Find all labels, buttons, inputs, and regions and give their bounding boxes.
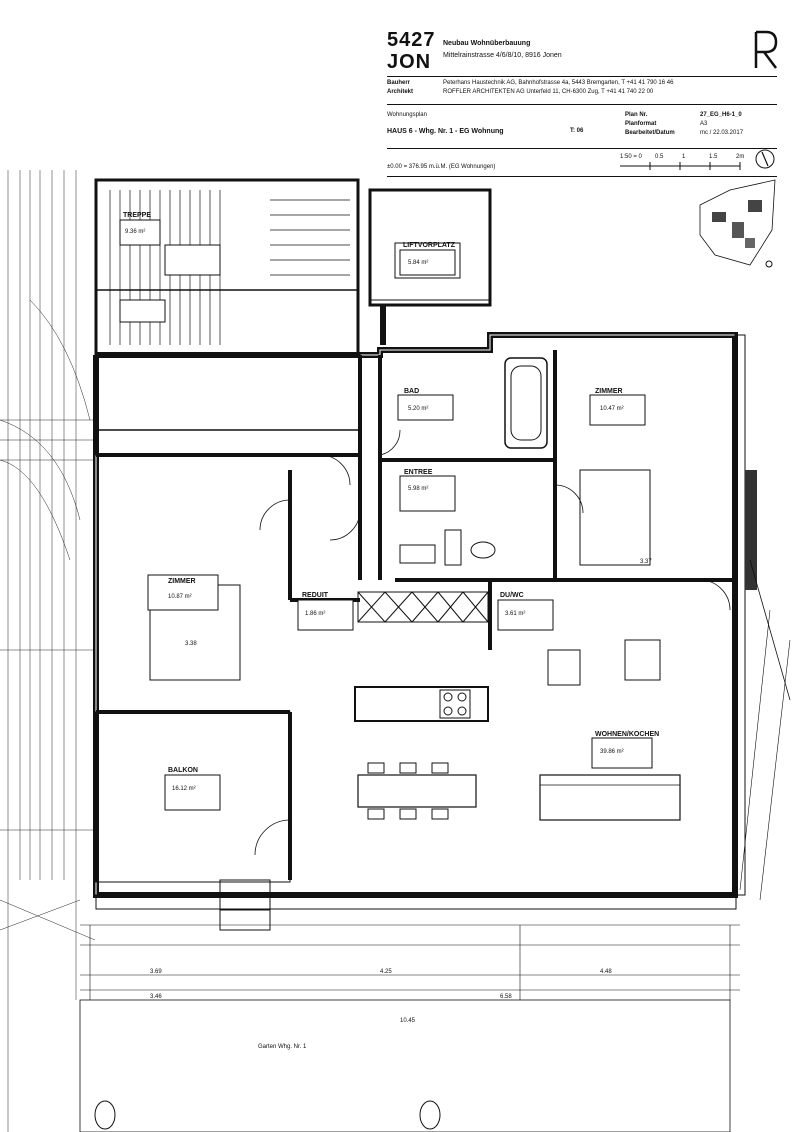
room-name-reduit: REDUIT [302, 592, 329, 599]
scale-bar [620, 162, 741, 170]
room-name-zimmer-left: ZIMMER [168, 578, 196, 585]
project-address: Mittelrainstrasse 4/6/8/10, 8916 Jonen [443, 52, 562, 59]
project-number: 5427 [387, 29, 436, 51]
architect-logo-icon [754, 30, 778, 69]
room-name-zimmer-right: ZIMMER [595, 388, 623, 395]
room-area-liftvorplatz: 5.84 m² [408, 260, 428, 266]
dim-total-width: 10.45 [400, 1018, 416, 1024]
elevation-note: ±0.00 = 376.95 m.ü.M. (EG Wohnungen) [387, 164, 496, 170]
scale-tick-2: 1 [682, 154, 686, 160]
armchairs [547, 639, 661, 686]
title-block-bottom-rule [387, 176, 777, 177]
terrace-slabs [95, 879, 737, 931]
dim-room-left-width: 3.38 [185, 641, 197, 647]
kitchen-island [354, 686, 489, 722]
room-name-wohnen: WOHNEN/KOCHEN [595, 731, 659, 738]
architect-label: Architekt [387, 89, 414, 95]
room-area-zimmer-left: 10.87 m² [168, 594, 192, 600]
room-area-treppe: 9.36 m² [125, 229, 145, 235]
dim-living-width: 6.58 [500, 994, 512, 1000]
dim-left-sub: 3.69 [150, 969, 162, 975]
right-facade [734, 334, 791, 901]
project-title: Neubau Wohnüberbauung [443, 40, 531, 47]
bathtub [504, 357, 548, 449]
balcony-area [95, 711, 291, 883]
owner-value: Peterhans Haustechnik AG, Bahnhofstrasse… [443, 80, 674, 86]
room-area-zimmer-right: 10.47 m² [600, 406, 624, 412]
room-area-bad: 5.20 m² [408, 406, 428, 412]
owner-label: Bauherr [387, 80, 411, 86]
architect-value: ROFFLER ARCHITEKTEN AG Unterfeld 11, CH-… [443, 89, 654, 95]
north-arrow-icon [755, 149, 775, 169]
title-block-top-rule [387, 76, 777, 77]
dim-mid-sub: 4.25 [380, 969, 392, 975]
scale-tick-4: 2m [736, 154, 745, 160]
toilet-icon [470, 541, 496, 559]
scale-label: 1:50 = 0 [620, 154, 642, 160]
project-code: JON [387, 51, 432, 73]
sink-icon [399, 529, 462, 566]
room-name-entree: ENTREE [404, 469, 433, 476]
date-label: Bearbeitet/Datum [625, 130, 675, 136]
date-value: mc / 22.03.2017 [700, 130, 744, 136]
dim-balcony-width: 3.46 [150, 994, 162, 1000]
wardrobe [357, 591, 489, 623]
scale-tick-1: 0.5 [655, 154, 664, 160]
room-area-dusche-wc: 3.61 m² [505, 611, 525, 617]
format-label: Planformat [625, 121, 657, 127]
room-area-reduit: 1.86 m² [305, 611, 325, 617]
room-area-entree: 5.98 m² [408, 486, 428, 492]
doc-type: Wohnungsplan [387, 112, 427, 118]
room-name-liftvorplatz: LIFTVORPLATZ [403, 242, 456, 249]
type-code: T: 06 [570, 128, 584, 134]
title-block-rule-2 [387, 148, 777, 149]
title-block-mid-rule [387, 104, 777, 105]
scale-tick-3: 1.5 [709, 154, 718, 160]
plan-no-label: Plan Nr. [625, 112, 648, 118]
room-area-balkon: 16.12 m² [172, 786, 196, 792]
room-name-balkon: BALKON [168, 767, 198, 774]
plan-no-value: 27_EG_H6-1_0 [700, 112, 742, 118]
room-stamps [147, 249, 653, 811]
garden-outline [79, 924, 740, 1132]
door-swings [254, 429, 731, 856]
plan-title: HAUS 6 - Whg. Nr. 1 - EG Wohnung [387, 128, 504, 135]
dining-table [357, 762, 477, 820]
site-key-plan [699, 179, 776, 268]
format-value: A3 [700, 121, 708, 127]
left-construction-lines [0, 170, 96, 1132]
bed-right [579, 469, 651, 566]
corridor [95, 354, 361, 456]
dim-room-right-width: 3.37 [640, 559, 652, 565]
room-name-treppe: TREPPE [123, 212, 151, 219]
room-area-wohnen: 39.86 m² [600, 749, 624, 755]
dim-right-sub: 4.48 [600, 969, 612, 975]
garden-label: Garten Whg. Nr. 1 [258, 1044, 307, 1050]
room-name-dusche-wc: DU/WC [500, 592, 524, 599]
room-name-bad: BAD [404, 388, 419, 395]
stairwell [94, 178, 360, 357]
sofa [539, 774, 681, 821]
